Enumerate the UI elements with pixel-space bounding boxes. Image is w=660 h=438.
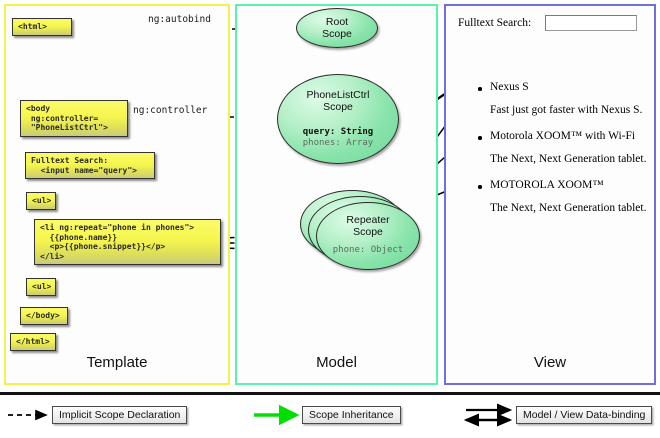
fulltext-search-input[interactable] [545,15,637,31]
code-box-ul-open: <ul> [26,192,56,210]
fulltext-search-label: Fulltext Search: [458,17,532,29]
edge-label-ng-controller: ng:controller [133,105,208,116]
code-box-body-open: <body ng:controller= "PhoneListCtrl"> [20,100,128,137]
code-box-html-close: </html> [10,333,56,351]
code-box-body-close: </body> [20,307,68,325]
repeater-scope-title-2: Scope [353,226,383,238]
edge-label-ng-autobind: ng:autobind [148,14,211,25]
legend-item-implicit-scope-declaration: Implicit Scope Declaration [52,406,188,424]
panel-template-label: Template [86,354,148,371]
panel-view: View [444,4,656,385]
view-item-snippet: The Next, Next Generation tablet. [490,202,647,214]
view-item-bullet [478,185,482,189]
repeater-scope-title-1: Repeater [346,214,390,226]
panel-model-label: Model [316,354,357,371]
code-box-html-open: <html> [12,18,72,36]
view-item-snippet: The Next, Next Generation tablet. [490,153,647,165]
node-phonelistctrl-scope: PhoneListCtrl Scope query: String phones… [277,74,399,164]
legend-item-model-view-data-binding: Model / View Data-binding [516,406,653,424]
view-item-name: MOTOROLA XOOM™ [490,179,604,191]
view-item-name: Nexus S [490,81,529,93]
node-repeater-scope: Repeater Scope phone: Object [316,202,420,270]
phonelistctrl-scope-title-2: Scope [323,101,353,113]
view-item-bullet [478,87,482,91]
phonelistctrl-scope-prop-query: query: String [302,127,374,137]
phonelistctrl-scope-prop-phones: phones: Array [302,137,374,148]
code-box-li-repeat: <li ng:repeat="phone in phones"> {{phone… [34,219,221,265]
root-scope-title-2: Scope [322,28,352,40]
view-item-name: Motorola XOOM™ with Wi-Fi [490,130,636,142]
view-item-bullet [478,136,482,140]
code-box-fulltext-search: Fulltext Search: <input name="query"> [25,152,155,179]
node-root-scope: Root Scope [296,8,378,48]
repeater-scope-prop-phone: phone: Object [332,245,404,255]
legend-marker-layer [8,403,513,427]
view-item-snippet: Fast just got faster with Nexus S. [490,104,643,116]
legend: Implicit Scope Declaration Scope Inherit… [0,392,660,438]
panel-view-label: View [533,354,567,371]
phonelistctrl-scope-title-1: PhoneListCtrl [306,89,370,101]
legend-item-scope-inheritance: Scope Inheritance [302,406,401,424]
code-box-ul-close: <ul> [26,278,56,296]
root-scope-title-1: Root [325,16,349,28]
